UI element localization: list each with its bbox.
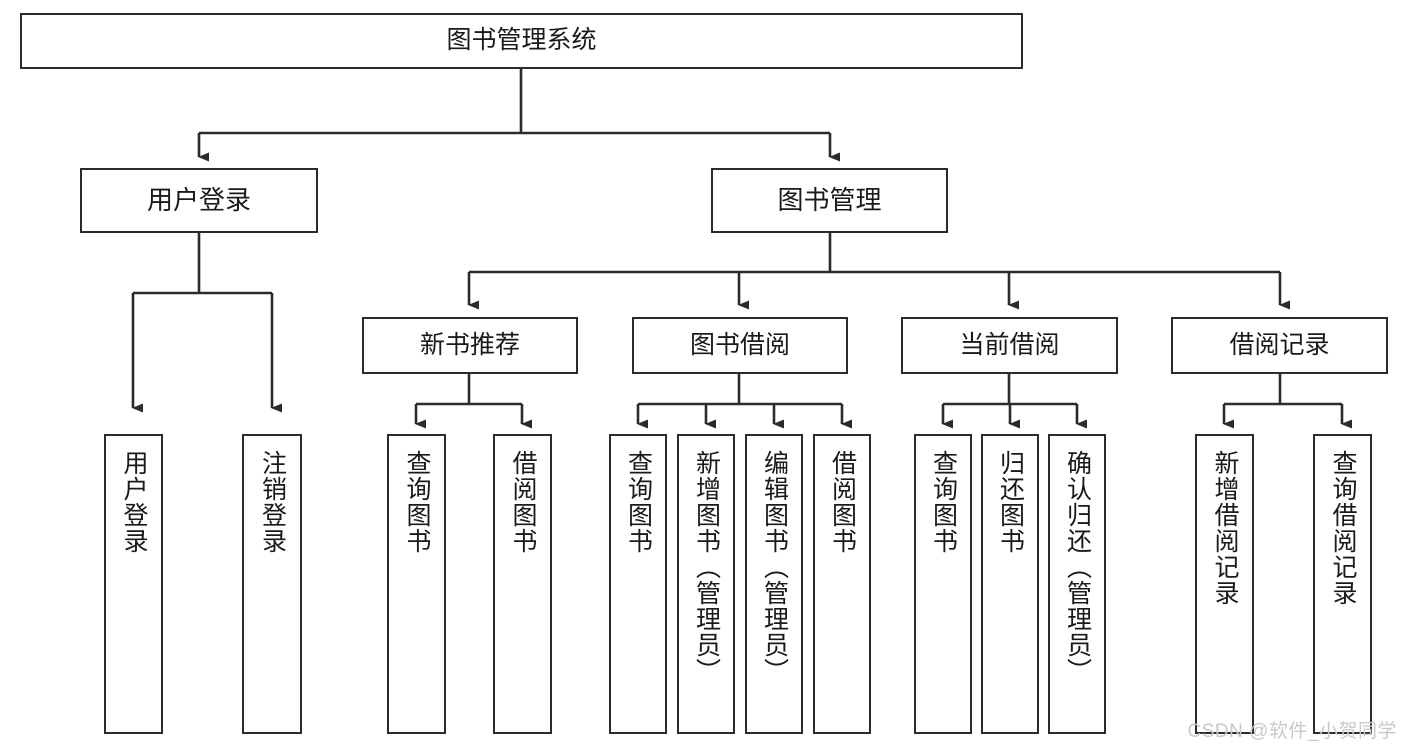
node-label: 查询图书 <box>624 450 653 554</box>
node-label: 当前借阅 <box>959 330 1060 359</box>
node-label: 注销登录 <box>258 450 287 554</box>
node-user-login[interactable]: 用户登录 <box>80 168 318 233</box>
node-label: 查询图书 <box>929 450 958 554</box>
node-current-borrow[interactable]: 当前借阅 <box>901 317 1118 374</box>
leaf-borrow-add-book-admin[interactable]: 新增图书（管理员） <box>677 434 735 734</box>
leaf-new-book-query-book[interactable]: 查询图书 <box>387 434 446 734</box>
node-borrow-record[interactable]: 借阅记录 <box>1171 317 1388 374</box>
node-new-book-recommend[interactable]: 新书推荐 <box>362 317 578 374</box>
node-label: 图书借阅 <box>689 330 790 359</box>
node-label: 用户登录 <box>120 450 148 554</box>
node-label: 用户登录 <box>146 185 251 216</box>
leaf-user-login-signin[interactable]: 用户登录 <box>104 434 163 734</box>
node-label: 确认归还（管理员） <box>1063 450 1092 684</box>
node-label: 新增借阅记录 <box>1211 450 1239 606</box>
leaf-borrow-borrow-book[interactable]: 借阅图书 <box>813 434 871 734</box>
leaf-current-query-book[interactable]: 查询图书 <box>914 434 972 734</box>
node-root-book-management-system[interactable]: 图书管理系统 <box>20 13 1023 69</box>
node-label: 新增图书（管理员） <box>692 450 721 684</box>
node-label: 查询图书 <box>403 450 431 554</box>
leaf-borrow-query-book[interactable]: 查询图书 <box>609 434 667 734</box>
leaf-record-query-borrow-record[interactable]: 查询借阅记录 <box>1313 434 1372 734</box>
leaf-record-add-borrow-record[interactable]: 新增借阅记录 <box>1195 434 1254 734</box>
leaf-current-return-book[interactable]: 归还图书 <box>981 434 1039 734</box>
node-label: 借阅图书 <box>509 450 537 554</box>
node-label: 查询借阅记录 <box>1329 450 1357 606</box>
node-label: 图书管理 <box>777 185 882 216</box>
node-book-management[interactable]: 图书管理 <box>711 168 948 233</box>
node-label: 图书管理系统 <box>446 26 597 55</box>
node-label: 新书推荐 <box>419 330 520 359</box>
node-label: 归还图书 <box>996 450 1025 554</box>
leaf-new-book-borrow-book[interactable]: 借阅图书 <box>493 434 552 734</box>
node-label: 编辑图书（管理员） <box>760 450 789 684</box>
leaf-user-login-signout[interactable]: 注销登录 <box>242 434 302 734</box>
node-label: 借阅记录 <box>1229 330 1330 359</box>
node-label: 借阅图书 <box>828 450 857 554</box>
csdn-watermark: CSDN @软件_小贺同学 <box>1187 721 1397 742</box>
leaf-current-confirm-return-admin[interactable]: 确认归还（管理员） <box>1048 434 1106 734</box>
node-book-borrow[interactable]: 图书借阅 <box>632 317 848 374</box>
leaf-borrow-edit-book-admin[interactable]: 编辑图书（管理员） <box>745 434 803 734</box>
